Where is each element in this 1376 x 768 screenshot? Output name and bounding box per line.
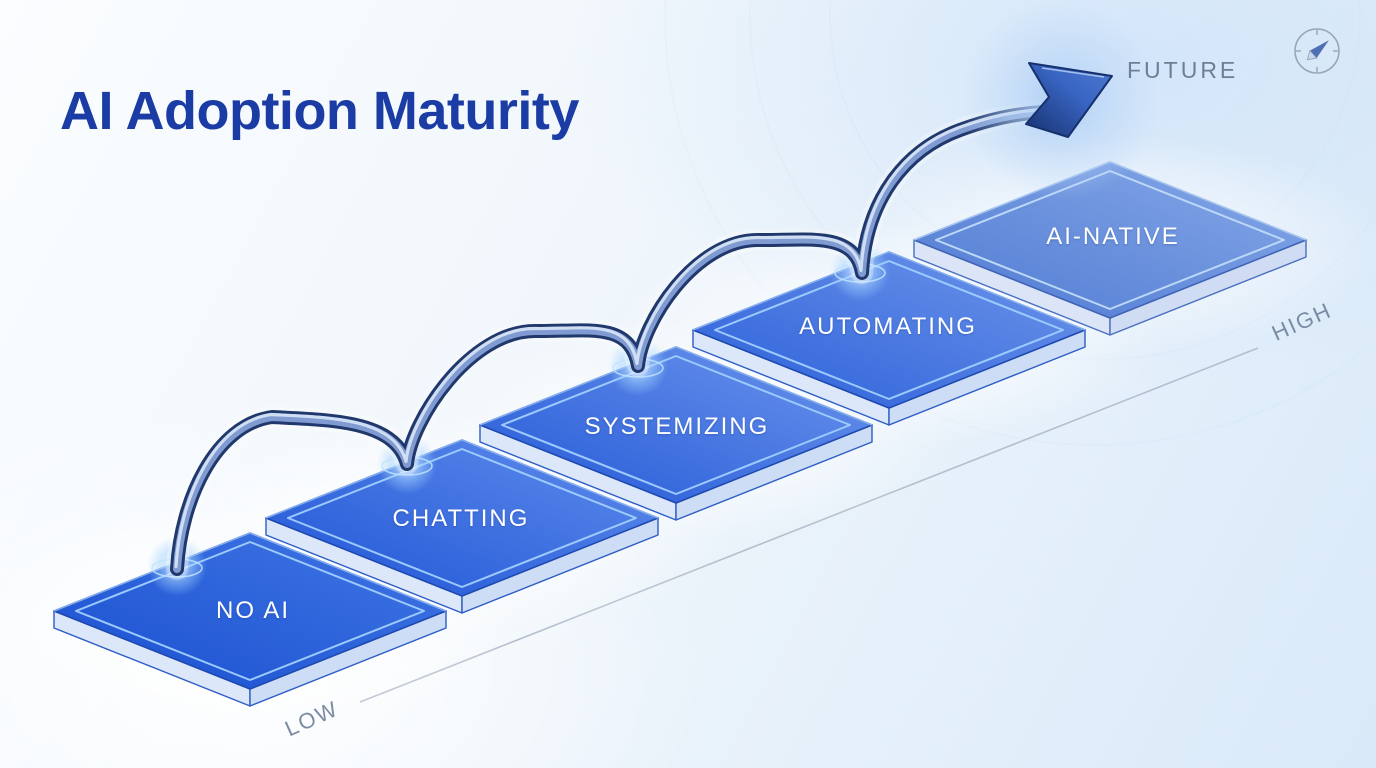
stage-label-ai-native: AI-NATIVE	[1046, 223, 1180, 250]
page-title: AI Adoption Maturity	[60, 81, 579, 141]
compass-icon	[1294, 28, 1340, 74]
bouncing-arrow	[166, 101, 1053, 580]
stage-label-chatting: CHATTING	[392, 505, 530, 532]
platform-automating	[692, 251, 1086, 426]
future-label: FUTURE	[1127, 57, 1239, 83]
arrowhead	[962, 0, 1162, 200]
stage-label-no-ai: NO AI	[215, 597, 291, 624]
platform-systemizing	[479, 346, 873, 521]
platform-chatting	[265, 439, 659, 614]
stage-label-automating: AUTOMATING	[799, 313, 977, 340]
stage-label-systemizing: SYSTEMIZING	[584, 413, 770, 440]
